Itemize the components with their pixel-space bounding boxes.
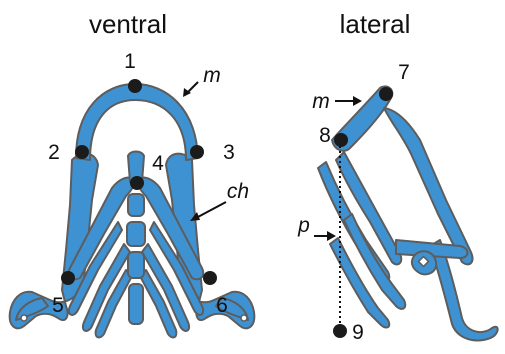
- landmark-2-dot: [75, 145, 89, 159]
- landmark-6-dot: [203, 271, 217, 285]
- lateral-title: lateral: [340, 9, 411, 39]
- p-label: p: [297, 214, 310, 237]
- landmark-7-dot: [379, 87, 393, 101]
- landmark-5-dot: [61, 271, 75, 285]
- landmark-3-dot: [190, 145, 204, 159]
- basibranchial-3: [128, 252, 144, 278]
- left-tip-hole: [21, 315, 27, 321]
- mandible-label-ventral: m: [203, 64, 221, 87]
- landmark-1-label: 1: [124, 50, 136, 73]
- mandible-label-lateral: m: [312, 90, 330, 113]
- right-tip-hole: [241, 315, 247, 321]
- ch-label: ch: [227, 180, 249, 203]
- landmark-5-label: 5: [52, 294, 64, 317]
- landmark-2-label: 2: [48, 141, 60, 164]
- basibranchial-1: [128, 194, 144, 216]
- landmark-3-label: 3: [223, 141, 235, 164]
- basibranchial-4: [129, 284, 143, 324]
- landmark-9-label: 9: [352, 321, 364, 344]
- landmark-8-dot: [334, 133, 348, 147]
- landmark-4-label: 4: [152, 152, 164, 175]
- landmark-4-dot: [130, 176, 144, 190]
- landmark-1-dot: [128, 79, 142, 93]
- ventral-title: ventral: [89, 9, 167, 39]
- ventral-panel: ventral: [10, 9, 255, 337]
- landmark-9-dot: [333, 324, 347, 338]
- landmark-7-label: 7: [398, 61, 410, 84]
- ch-arrow: [196, 202, 226, 218]
- mandible-arrowhead-lateral: [353, 96, 362, 106]
- lateral-panel: lateral 7 8 9 m p: [297, 9, 497, 344]
- mandible-arch: [76, 84, 198, 160]
- landmark-8-label: 8: [319, 124, 331, 147]
- landmark-6-label: 6: [216, 294, 228, 317]
- basibranchial-2: [127, 222, 145, 246]
